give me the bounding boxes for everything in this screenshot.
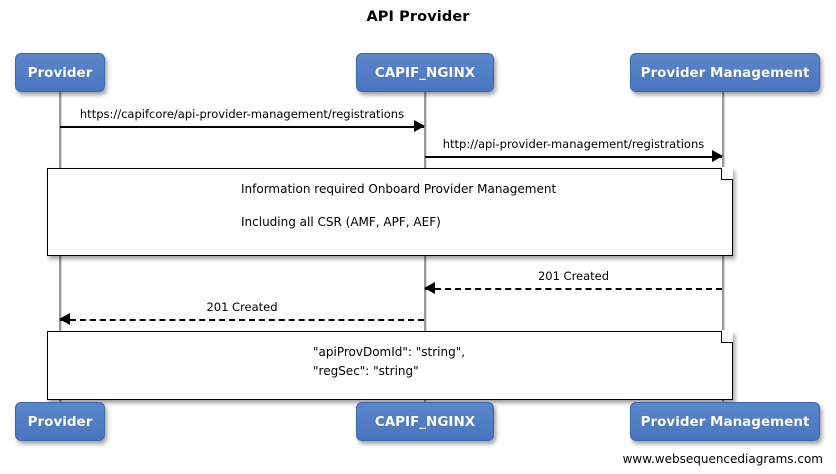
message-line (60, 319, 424, 321)
participant-capif-nginx-bottom[interactable]: CAPIF_NGINX (356, 402, 494, 441)
note-box-1: Information required Onboard Provider Ma… (47, 167, 733, 256)
participant-provider-top[interactable]: Provider (15, 53, 105, 92)
participant-provider-bottom[interactable]: Provider (15, 402, 105, 441)
arrowhead-icon (414, 120, 425, 132)
participant-label: CAPIF_NGINX (374, 413, 476, 430)
participant-label: CAPIF_NGINX (374, 64, 476, 81)
participant-label: Provider (27, 64, 93, 81)
participant-label: Provider Management (640, 64, 810, 81)
participant-label: Provider Management (640, 413, 810, 430)
arrowhead-icon (59, 313, 70, 325)
message-line (425, 288, 722, 290)
note-body: Information required Onboard Provider Ma… (48, 169, 732, 255)
note-fold-corner-icon (721, 167, 733, 180)
message-line (425, 156, 722, 158)
message-label-2: http://api-provider-management/registrat… (442, 137, 705, 151)
note-line: "regSec": "string" (313, 364, 419, 378)
arrowhead-icon (424, 282, 435, 294)
footer-watermark: www.websequencediagrams.com (622, 452, 823, 466)
message-line (60, 126, 424, 128)
note-line: Including all CSR (AMF, APF, AEF) (241, 215, 441, 229)
note-line: "apiProvDomId": "string", (313, 345, 466, 359)
participant-provider-management-bottom[interactable]: Provider Management (630, 402, 820, 441)
message-label-4: 201 Created (206, 300, 278, 314)
message-label-3: 201 Created (537, 269, 610, 283)
page-title: API Provider (366, 9, 470, 25)
arrowhead-icon (712, 150, 723, 162)
note-body: "apiProvDomId": "string", "regSec": "str… (48, 332, 732, 399)
note-line: Information required Onboard Provider Ma… (241, 182, 557, 196)
note-box-2: "apiProvDomId": "string", "regSec": "str… (47, 330, 733, 400)
participant-label: Provider (27, 413, 93, 430)
participant-provider-management-top[interactable]: Provider Management (630, 53, 820, 92)
message-label-1: https://capifcore/api-provider-managemen… (79, 107, 405, 121)
note-fold-corner-icon (721, 330, 733, 343)
participant-capif-nginx-top[interactable]: CAPIF_NGINX (356, 53, 494, 92)
